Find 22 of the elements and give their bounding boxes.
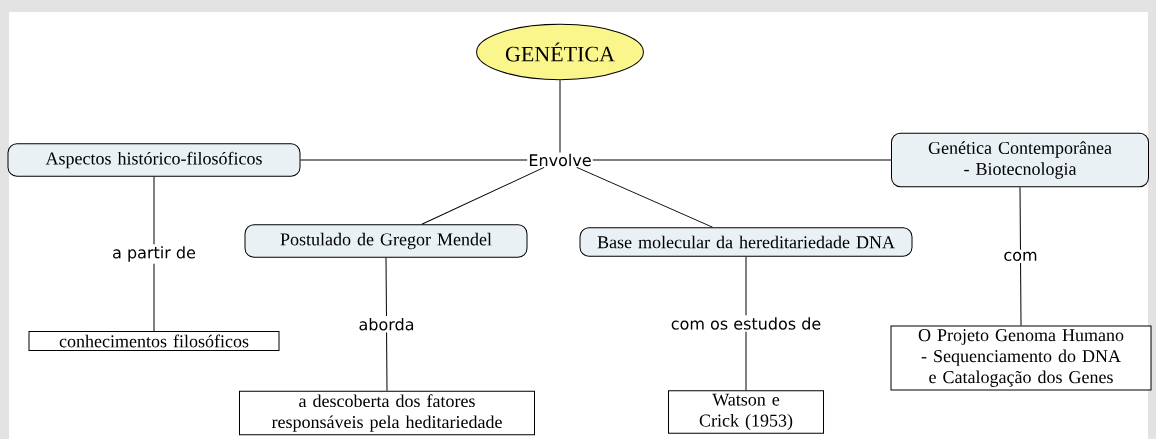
concept-box: a descoberta dos fatores responsáveis pela heditariedade	[239, 390, 535, 436]
connector-line	[745, 256, 747, 391]
connector-line	[1019, 186, 1022, 327]
edge-label: com	[1004, 251, 1037, 261]
concept-box: Postulado de Gregor Mendel	[244, 224, 528, 258]
connector-line	[592, 159, 892, 161]
concept-box: O Projeto Genoma Humano - Sequenciamento do DNA e Catalogação dos Genes	[890, 325, 1152, 391]
connector-line	[153, 176, 155, 332]
concept-box: Base molecular da hereditariedade DNA	[579, 227, 913, 257]
concept-box: conhecimentos filosóficos	[28, 331, 280, 351]
connector-line	[421, 166, 545, 225]
edge-label: com os estudos de	[671, 317, 821, 330]
connector-line	[385, 257, 388, 392]
edge-label: a partir de	[113, 246, 196, 262]
linking-phrase: Envolve	[529, 153, 591, 167]
concept-box: Aspectos histórico-filosóficos	[7, 143, 301, 177]
concept-box: Watson e Crick (1953)	[668, 390, 824, 434]
connector-line	[300, 159, 528, 161]
concept-box: Genética Contemporânea - Biotecnologia	[891, 132, 1149, 188]
connector-line	[559, 79, 561, 154]
edge-label: aborda	[359, 318, 414, 331]
connector-line	[576, 166, 713, 228]
